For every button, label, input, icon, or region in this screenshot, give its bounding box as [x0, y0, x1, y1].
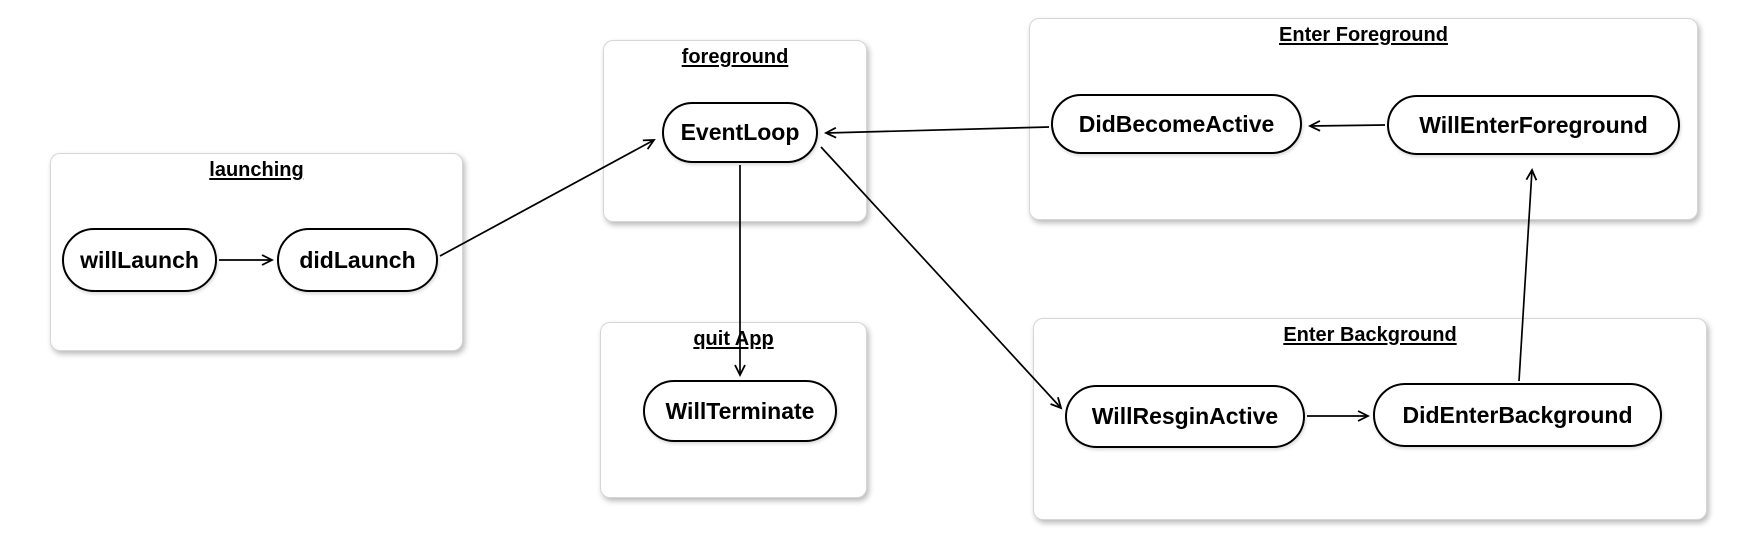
group-title-enter-background: Enter Background: [1283, 324, 1457, 346]
node-WillEnterForeground: WillEnterForeground: [1387, 95, 1680, 155]
node-didLaunch: didLaunch: [277, 228, 438, 292]
node-WillTerminate: WillTerminate: [643, 380, 837, 442]
group-title-quit-app: quit App: [693, 328, 774, 350]
node-DidEnterBackground: DidEnterBackground: [1373, 383, 1662, 447]
group-title-enter-foreground: Enter Foreground: [1279, 24, 1448, 46]
node-DidBecomeActive: DidBecomeActive: [1051, 94, 1302, 154]
group-title-launching: launching: [209, 159, 304, 181]
node-willLaunch: willLaunch: [62, 228, 217, 292]
node-EventLoop: EventLoop: [662, 102, 818, 163]
node-WillResginActive: WillResginActive: [1065, 385, 1305, 448]
group-title-foreground: foreground: [681, 46, 789, 68]
